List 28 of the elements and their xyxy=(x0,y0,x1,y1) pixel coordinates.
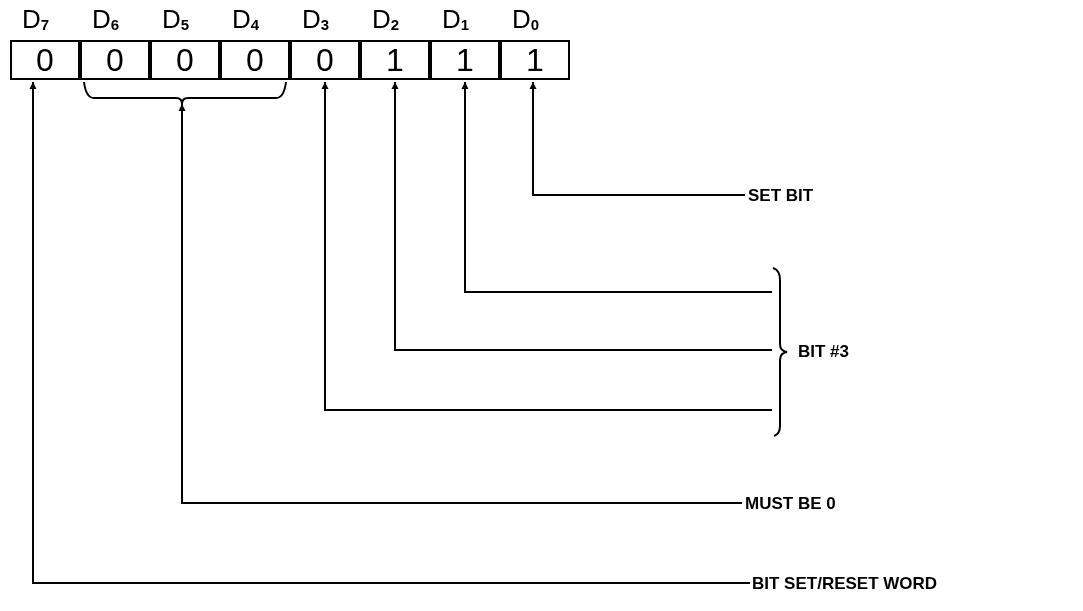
bit-label: D$_{6}$ xyxy=(92,6,120,32)
bracket xyxy=(83,81,183,105)
bit-label: D$_{0}$ xyxy=(512,6,540,32)
leader-arrow xyxy=(178,103,743,504)
bit-value: 0 xyxy=(246,44,264,76)
bracket xyxy=(181,81,287,105)
leader-arrow xyxy=(29,81,751,584)
bit-label: D$_{3}$ xyxy=(302,6,330,32)
bit-label: D$_{2}$ xyxy=(372,6,400,32)
leader-arrow xyxy=(321,81,773,411)
bit-value: 1 xyxy=(386,44,404,76)
callout-text: BIT SET/RESET WORD xyxy=(752,575,938,592)
bit-value: 1 xyxy=(456,44,474,76)
bit-value: 0 xyxy=(176,44,194,76)
callout-text: BIT #3 xyxy=(798,343,850,360)
callout-text: SET BIT xyxy=(748,187,814,204)
bit-label: D$_{4}$ xyxy=(232,6,260,32)
bit-label: D$_{1}$ xyxy=(442,6,470,32)
leader-arrow xyxy=(529,81,746,196)
leader-arrow xyxy=(391,81,773,351)
bit-label: D$_{5}$ xyxy=(162,6,190,32)
bit-value: 0 xyxy=(106,44,124,76)
leader-arrow xyxy=(461,81,773,293)
bit-label: D$_{7}$ xyxy=(22,6,50,32)
bit-value: 0 xyxy=(316,44,334,76)
callout-text: MUST BE 0 xyxy=(745,495,836,512)
bit-value: 1 xyxy=(526,44,544,76)
bit-value: 0 xyxy=(36,44,54,76)
